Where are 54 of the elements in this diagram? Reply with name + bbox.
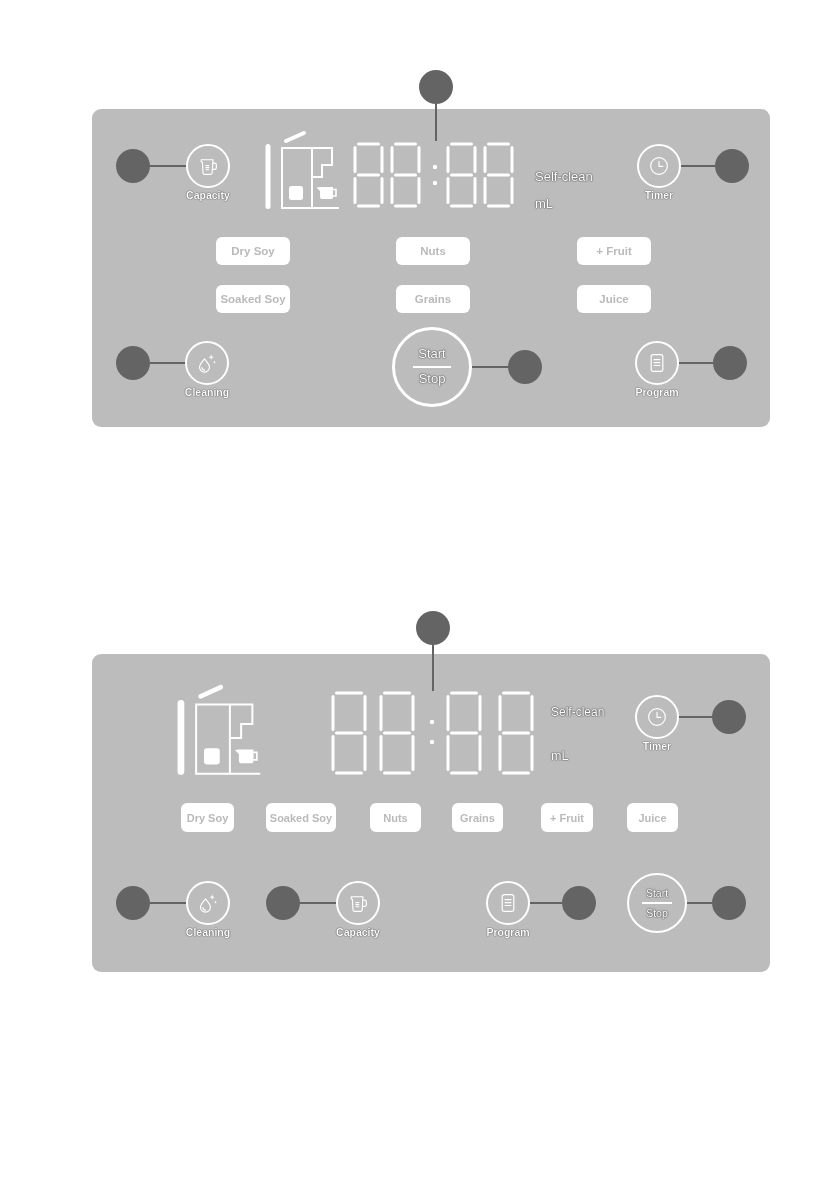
button-label: Capacity — [186, 189, 230, 201]
button-label: Stop — [418, 370, 446, 387]
leader-line — [149, 362, 186, 364]
button-label: Start — [413, 347, 451, 368]
button-label: Timer — [642, 740, 672, 752]
program-button: Nuts — [396, 237, 470, 265]
callout-marker — [713, 346, 747, 380]
callout-marker — [712, 886, 746, 920]
callout-marker — [419, 70, 453, 104]
program-button: Dry Soy — [216, 237, 290, 265]
leader-line — [299, 902, 337, 904]
button-label: Program — [486, 926, 530, 938]
callout-marker — [266, 886, 300, 920]
callout-marker — [416, 611, 450, 645]
leader-line — [678, 716, 713, 718]
program-button: Dry Soy — [181, 803, 234, 832]
button-label: Cleaning — [184, 386, 230, 398]
leader-line — [680, 165, 716, 167]
callout-marker — [116, 886, 150, 920]
button-label: Cleaning — [185, 926, 231, 938]
program-button: Juice — [627, 803, 678, 832]
callout-marker — [715, 149, 749, 183]
button-label: Timer — [644, 189, 674, 201]
program-button: + Fruit — [541, 803, 593, 832]
button-label: Program — [635, 386, 679, 398]
leader-line — [432, 644, 434, 692]
segment-display — [330, 691, 535, 775]
indicator-label: Self-clean — [535, 170, 593, 185]
callout-marker — [116, 149, 150, 183]
control-panel — [92, 109, 770, 427]
program-button: Grains — [452, 803, 503, 832]
indicator-label: mL — [535, 197, 554, 212]
callout-marker — [508, 350, 542, 384]
leader-line — [529, 902, 563, 904]
button-label: Capacity — [336, 926, 380, 938]
program-button: Soaked Soy — [216, 285, 290, 313]
start-stop-button — [627, 873, 687, 933]
leader-line — [435, 103, 437, 142]
callout-marker — [712, 700, 746, 734]
leader-line — [686, 902, 713, 904]
leader-line — [471, 366, 509, 368]
program-button: Juice — [577, 285, 651, 313]
indicator-label: Self-clean — [551, 706, 605, 720]
program-button: Nuts — [370, 803, 421, 832]
program-button: Soaked Soy — [266, 803, 336, 832]
start-stop-button — [392, 327, 472, 407]
leader-line — [678, 362, 714, 364]
program-button: Grains — [396, 285, 470, 313]
leader-line — [149, 902, 187, 904]
control-panel — [92, 654, 770, 972]
callout-marker — [116, 346, 150, 380]
callout-marker — [562, 886, 596, 920]
program-button: + Fruit — [577, 237, 651, 265]
leader-line — [149, 165, 187, 167]
